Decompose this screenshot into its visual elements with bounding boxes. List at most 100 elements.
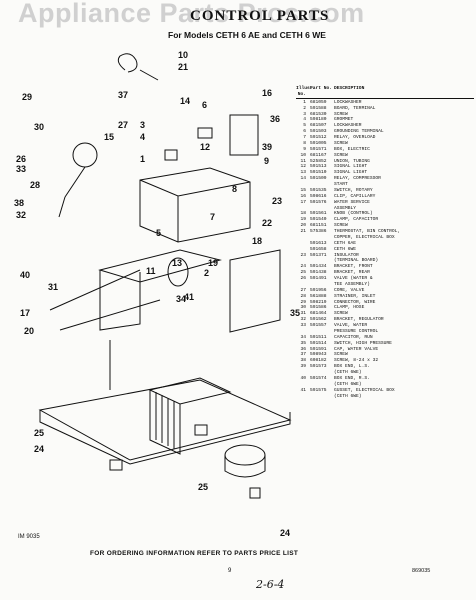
legend-part-no: 591573 bbox=[310, 364, 327, 370]
legend-illus-no: 24 bbox=[300, 264, 306, 270]
drain-collar bbox=[224, 455, 266, 478]
legend-illus-no: 23 bbox=[300, 252, 306, 258]
legend-description: KNOB (CONTROL) bbox=[334, 211, 373, 217]
legend-illus-no: 30 bbox=[300, 305, 306, 311]
legend-description: STRAINER, INLET bbox=[334, 293, 376, 299]
callout-number: 2 bbox=[204, 268, 209, 278]
legend-illus-no: 31 bbox=[300, 311, 306, 317]
legend-part-no: 591574 bbox=[310, 375, 327, 381]
legend-part-no: 591371 bbox=[310, 252, 327, 258]
callout-number: 27 bbox=[118, 120, 128, 130]
callout-number: 11 bbox=[146, 266, 156, 276]
legend-part-no: 591503 bbox=[310, 129, 327, 135]
legend-part-no: 681464 bbox=[310, 311, 327, 317]
drain-pan bbox=[38, 379, 292, 465]
legend-illus-no: 32 bbox=[300, 317, 306, 323]
legend-description: VALVE (WATER & TEE ASSEMBLY) bbox=[334, 276, 373, 287]
legend-illus-no: 26 bbox=[300, 276, 306, 281]
legend-part-no: 681507 bbox=[310, 123, 327, 129]
legend-part-no: 591571 bbox=[310, 146, 327, 152]
electrical-box bbox=[139, 167, 251, 243]
callout-number: 40 bbox=[20, 270, 30, 280]
legend-description: THERMOSTAT, BIN CONTROL, COPPER, ELECTRI… bbox=[334, 229, 401, 240]
legend-description: VALVE, WATER PRESSURE CONTROL bbox=[334, 323, 379, 334]
legend-part-no: 591561 bbox=[310, 211, 327, 217]
legend-part-no: 681059 bbox=[310, 99, 327, 105]
legend-part-no: 591438 bbox=[310, 270, 327, 276]
callout-number: 19 bbox=[208, 258, 218, 268]
legend-description: SIGNAL LIGHT bbox=[334, 170, 368, 176]
relay-component bbox=[229, 114, 259, 156]
legend-part-no: 591491 bbox=[310, 276, 327, 281]
legend-description: LOCKWASHER bbox=[334, 123, 362, 129]
callout-number: 34 bbox=[176, 294, 186, 304]
legend-description: SCREW bbox=[334, 111, 348, 117]
legend-row: 35 591514 SWITCH, HIGH PRESSURE bbox=[296, 341, 474, 347]
legend-part-no: 591005 bbox=[310, 140, 327, 146]
legend-description: SCREW bbox=[334, 140, 348, 146]
callout-number: 41 bbox=[184, 292, 194, 302]
bracket-rear bbox=[194, 424, 208, 436]
part-no-header: Part No. bbox=[310, 86, 333, 91]
legend-part-no: 681151 bbox=[310, 223, 327, 229]
legend-description: BOX, ELECTRIC bbox=[334, 146, 370, 152]
legend-description: CONNECTOR, WIRE bbox=[334, 299, 376, 305]
callout-number: 30 bbox=[34, 122, 44, 132]
part-drawings bbox=[38, 53, 292, 499]
callout-number: 9 bbox=[264, 156, 269, 166]
signal-light-2 bbox=[164, 149, 178, 161]
legend-description: SCREW bbox=[334, 223, 348, 229]
callout-number: 15 bbox=[104, 132, 114, 142]
water-valve bbox=[72, 142, 98, 168]
legend-description: CAP, WATER VALVE bbox=[334, 346, 379, 352]
legend-part-no: 598219 bbox=[310, 299, 327, 305]
callout-number: 29 bbox=[22, 92, 32, 102]
legend-description: SCREW bbox=[334, 311, 348, 317]
callout-number: 39 bbox=[262, 142, 272, 152]
callout-number: 38 bbox=[14, 198, 24, 208]
callout-number: 21 bbox=[178, 62, 188, 72]
legend-part-no: 591434 bbox=[310, 264, 327, 270]
legend-part-no: 591510 bbox=[310, 170, 327, 176]
legend-part-no: 591588 bbox=[310, 105, 327, 111]
legend-description: SWITCH, HIGH PRESSURE bbox=[334, 340, 392, 346]
legend-row: 21 575386 THERMOSTAT, BIN CONTROL, COPPER,… bbox=[296, 229, 474, 241]
legend-illus-no: 15 bbox=[300, 187, 306, 193]
legend-part-no: 598616 bbox=[310, 193, 327, 199]
legend-illus-no: 3 bbox=[303, 111, 306, 117]
callout-number: 3 bbox=[140, 120, 145, 130]
legend-part-no: 591576 bbox=[310, 199, 327, 205]
legend-description: CAPACITOR, RUN bbox=[334, 334, 373, 340]
legend-illus-no: 35 bbox=[300, 340, 306, 346]
callout-number: 31 bbox=[48, 282, 58, 292]
legend-part-no: 591514 bbox=[310, 340, 327, 346]
legend-part-no: 681167 bbox=[310, 152, 327, 158]
legend-illus-no: 38 bbox=[300, 358, 306, 364]
box-end-plate bbox=[229, 249, 281, 333]
callout-number: 10 bbox=[178, 50, 188, 60]
legend-illus-no: 21 bbox=[300, 229, 306, 234]
legend-description: CORE, VALVE bbox=[334, 287, 365, 293]
legend-description: SCREW bbox=[334, 352, 348, 358]
legend-illus-no: 9 bbox=[303, 146, 306, 152]
legend-part-no: 575386 bbox=[310, 229, 327, 234]
legend-illus-no: 4 bbox=[303, 117, 306, 123]
callout-number: 24 bbox=[34, 444, 44, 454]
